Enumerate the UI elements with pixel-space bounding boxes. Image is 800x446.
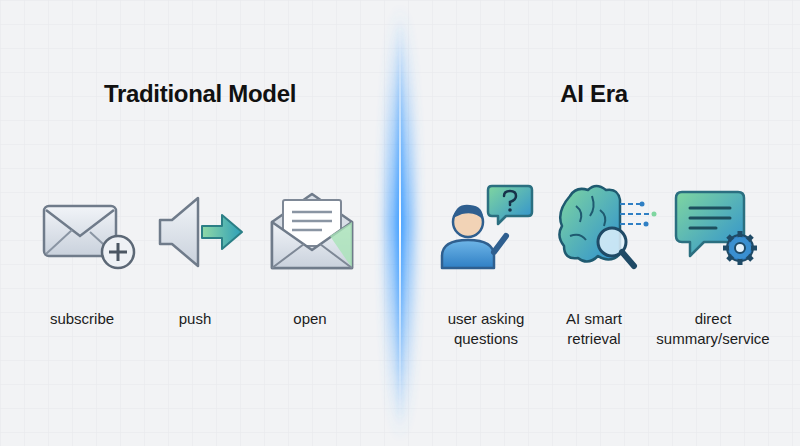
step-caption: AI smart retrieval xyxy=(548,309,640,348)
step-caption: open xyxy=(260,309,360,329)
divider-beam xyxy=(386,3,414,443)
section-heading: Traditional Model xyxy=(50,80,350,109)
speaker-arrow-icon xyxy=(160,198,242,266)
section-heading: AI Era xyxy=(494,80,694,109)
envelope-plus-icon xyxy=(44,206,134,268)
chat-gear-icon xyxy=(676,192,757,265)
brain-search-icon xyxy=(559,186,656,266)
step-caption: user asking questions xyxy=(430,309,542,348)
step-caption: push xyxy=(145,309,245,329)
step-caption: direct summary/service xyxy=(649,309,777,348)
open-envelope-icon xyxy=(272,194,352,268)
step-caption: subscribe xyxy=(27,309,137,329)
user-question-icon xyxy=(442,186,532,268)
